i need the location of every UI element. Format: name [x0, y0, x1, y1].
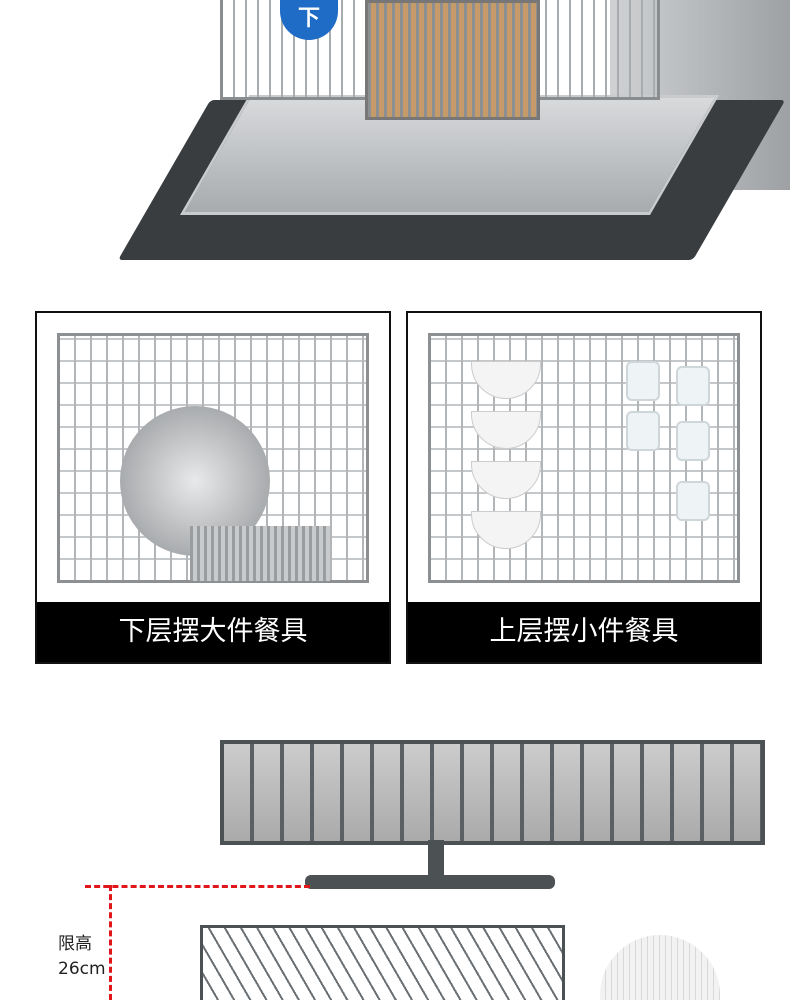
height-limit-text: 限高 26cm [58, 932, 106, 982]
height-line-vertical [109, 885, 112, 1000]
glass [676, 481, 710, 521]
upper-rack-image [428, 333, 740, 583]
height-limit-value: 26cm [58, 959, 106, 979]
glass [676, 421, 710, 461]
height-line-horizontal [85, 885, 310, 888]
upper-rack-caption: 上层摆小件餐具 [408, 602, 760, 662]
lower-rack-3d [200, 925, 565, 1000]
cutlery-basket-image [190, 526, 330, 581]
bowl [471, 361, 541, 399]
lower-rack-caption: 下层摆大件餐具 [37, 602, 389, 662]
glass [626, 411, 660, 451]
glass [626, 361, 660, 401]
lower-rack-panel: 下层摆大件餐具 [35, 311, 391, 664]
upper-rack-panel: 上层摆小件餐具 [406, 311, 762, 664]
plates [600, 935, 720, 1000]
upper-rack-3d [220, 740, 765, 845]
lower-rack-image [57, 333, 369, 583]
glass [676, 366, 710, 406]
bowl [471, 461, 541, 499]
spray-arm [305, 875, 555, 889]
bowl [471, 411, 541, 449]
cutlery-basket [365, 0, 540, 120]
spray-arm-hub [428, 840, 444, 880]
height-limit-label: 限高 [58, 934, 92, 954]
bowl [471, 511, 541, 549]
